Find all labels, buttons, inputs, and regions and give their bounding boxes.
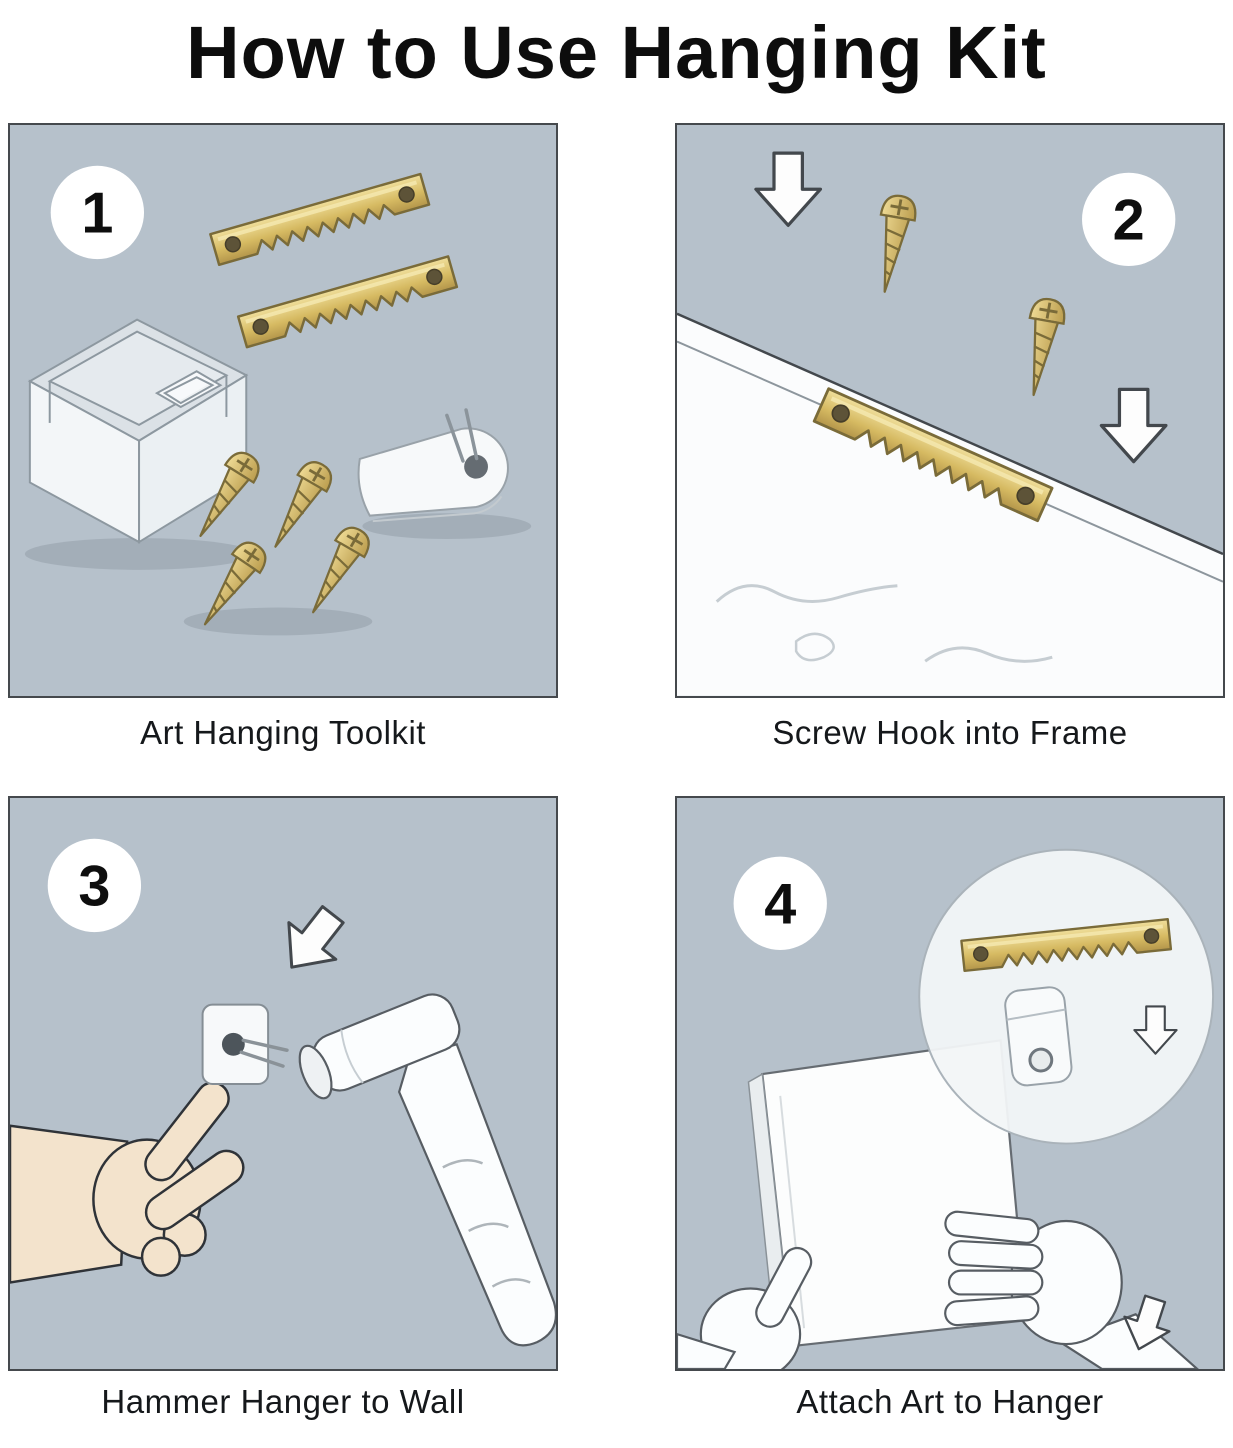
caption-step-3: Hammer Hanger to Wall — [101, 1383, 465, 1420]
panel-step-3: 3 — [8, 796, 558, 1371]
hook-body — [357, 427, 509, 517]
screw-icon — [1015, 294, 1069, 400]
sawtooth-hanger-icon — [236, 254, 459, 350]
panel-step-1: 1 — [8, 123, 558, 698]
step-badge: 1 — [50, 165, 145, 260]
panel-grid: 1 — [0, 123, 1233, 1421]
right-hand-icon — [944, 1210, 1199, 1369]
wood-grain — [924, 646, 1053, 663]
stretcher-line — [779, 1095, 806, 1329]
sawtooth-hanger — [236, 254, 459, 350]
finger — [947, 1269, 1044, 1296]
frame-board-icon — [677, 312, 1223, 696]
badge-circle — [47, 838, 142, 933]
badge-number: 1 — [81, 181, 113, 245]
screw-icon — [259, 455, 339, 557]
wall-hanger-icon — [201, 1003, 289, 1085]
wood-knot — [794, 632, 835, 662]
hammer-head — [298, 993, 461, 1100]
panel-step-4: 4 — [675, 796, 1225, 1371]
magnifier-detail-icon — [918, 848, 1215, 1145]
badge-number: 2 — [1113, 188, 1145, 252]
step-badge: 4 — [733, 856, 827, 950]
panel-1-illustration: 1 — [24, 165, 532, 636]
hook-shadow — [362, 513, 532, 540]
screws-shadow — [183, 607, 373, 636]
sawtooth-hanger-icon — [208, 172, 432, 267]
sawtooth-hanger — [208, 172, 432, 267]
down-arrow-icon — [266, 894, 358, 988]
panel-step-2: 2 — [675, 123, 1225, 698]
left-hand-icon — [677, 1246, 813, 1369]
index-finger — [144, 1081, 230, 1182]
hand-icon — [10, 1081, 230, 1284]
magnifier-circle — [918, 848, 1215, 1145]
finger — [948, 1240, 1044, 1270]
left-forearm — [677, 1333, 737, 1369]
wood-grain — [715, 584, 898, 603]
forearm — [10, 1124, 129, 1284]
thumb — [144, 1149, 245, 1231]
page-title: How to Use Hanging Kit — [186, 11, 1047, 94]
down-arrow-icon — [754, 151, 823, 227]
hook-hole — [1028, 1047, 1054, 1073]
badge-circle — [733, 856, 827, 950]
hanger-pin — [239, 1050, 285, 1068]
hook-hole — [464, 454, 488, 479]
badge-circle — [1082, 172, 1176, 267]
hook-flap-line — [1006, 1008, 1066, 1021]
screw-icon — [297, 520, 377, 622]
right-forearm — [1057, 1313, 1199, 1369]
panel-4-illustration: 4 — [677, 848, 1215, 1369]
wall-hook-icon — [1004, 986, 1073, 1087]
screw-icon — [866, 191, 920, 297]
step-badge: 2 — [1082, 172, 1176, 267]
hook-pin — [464, 408, 479, 461]
hammer-handle — [397, 1042, 556, 1347]
hook-edge — [372, 495, 503, 523]
down-arrow-icon — [1099, 387, 1168, 464]
case-shadow — [24, 538, 254, 570]
caption-step-1: Art Hanging Toolkit — [140, 714, 426, 751]
finger — [944, 1295, 1040, 1327]
badge-number: 4 — [764, 872, 796, 936]
hanger-hole — [221, 1032, 245, 1056]
hanger-pin — [241, 1038, 289, 1052]
caption-step-4: Attach Art to Hanger — [796, 1383, 1104, 1420]
storage-case-icon — [27, 318, 249, 544]
badge-number: 3 — [78, 854, 110, 918]
board-face — [677, 313, 1223, 696]
badge-circle — [50, 165, 145, 260]
curled-finger — [140, 1236, 181, 1277]
step-badge: 3 — [47, 838, 142, 933]
hammer-face — [298, 1044, 333, 1100]
caption-step-2: Screw Hook into Frame — [772, 714, 1128, 751]
panel-2-illustration: 2 — [677, 151, 1223, 696]
hammer-icon — [298, 993, 556, 1347]
plastic-hook-icon — [357, 408, 509, 523]
board-top-edge — [677, 312, 1223, 556]
left-thumb — [755, 1246, 813, 1328]
handle-grip-lines — [442, 1159, 531, 1288]
panel-3-illustration: 3 — [10, 838, 556, 1347]
finger — [944, 1210, 1040, 1244]
hook-pin — [445, 413, 465, 463]
